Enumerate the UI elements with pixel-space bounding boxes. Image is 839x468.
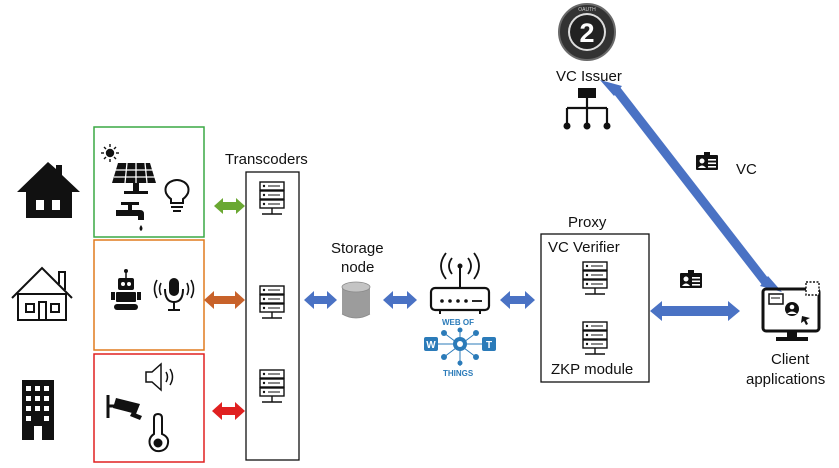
assistant-devices-box [93,239,205,351]
red-double-arrow [212,402,245,420]
client-label: Client [771,351,810,368]
wifi-router-icon [429,252,491,314]
zkp-module-label: ZKP module [551,361,633,378]
oauth-digit: 2 [579,18,594,48]
solar-panel-icon [112,162,156,194]
house-solid-icon [17,162,80,218]
security-devices-box [93,353,205,463]
sun-icon [101,144,119,162]
lightbulb-icon [164,179,190,212]
house-outline-icon [11,266,73,321]
id-card-icon [680,270,702,288]
id-card-icon [696,152,718,170]
thermometer-icon [148,412,170,453]
speaker-icon [145,362,174,392]
monitor-user-icon [761,281,821,341]
proxy-label: Proxy [568,214,607,231]
proxy-box [540,233,650,383]
blue-double-arrow [304,291,740,321]
wot-w-letter: W [426,340,436,351]
hierarchy-icon [563,88,611,130]
storage-label: Storage [331,240,384,257]
cctv-camera-icon [106,395,142,420]
wot-t-letter: T [486,340,492,351]
orange-double-arrow [204,291,245,309]
faucet-icon [116,202,144,231]
green-double-arrow [214,198,245,214]
wot-text-line2: THINGS [443,369,474,378]
storage-label-line2: node [341,259,374,276]
vc-verifier-label: VC Verifier [548,239,620,256]
oauth-ring-text: OAUTH [578,7,596,13]
vc-label: VC [736,161,757,178]
transcoders-label: Transcoders [225,151,308,168]
database-icon [341,281,371,319]
client-label-line2: applications [746,371,825,388]
energy-devices-box [93,126,205,238]
wot-text-line1: WEB OF [442,318,474,327]
robot-icon [111,269,141,310]
building-icon [22,380,54,440]
microphone-icon [153,278,195,311]
vc-issuer-label: VC Issuer [556,68,622,85]
web-of-things-logo: WEB OF W T THINGS [424,318,496,378]
oauth-logo: 2 OAUTH [558,3,616,61]
